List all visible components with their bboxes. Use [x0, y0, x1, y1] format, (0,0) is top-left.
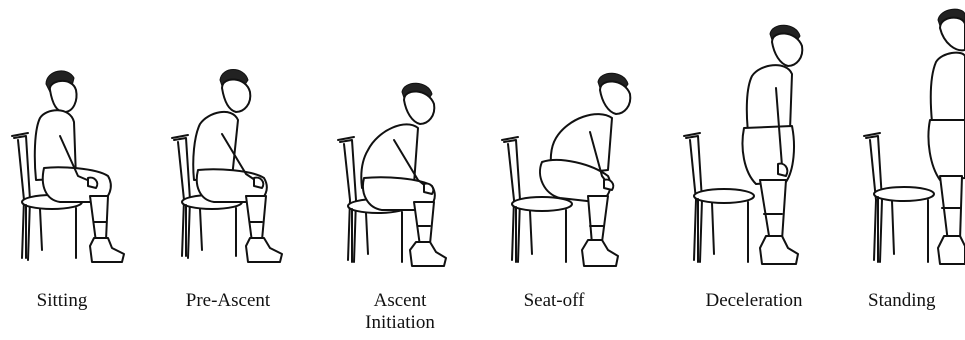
figure-sitting [12, 71, 124, 262]
label-seat-off: Seat-off [508, 290, 600, 312]
label-ascent-initiation: Ascent Initiation [344, 290, 456, 334]
label-deceleration: Deceleration [684, 290, 824, 312]
figure-seat-off [502, 73, 630, 266]
person-ascent-initiation [361, 83, 446, 266]
figure-standing [864, 9, 965, 264]
label-standing: Standing [868, 290, 965, 312]
person-standing [928, 9, 965, 264]
figure-ascent-initiation [338, 83, 446, 266]
person-pre-ascent [193, 70, 282, 263]
chair-standing [864, 133, 934, 262]
person-deceleration [743, 25, 803, 264]
figure-pre-ascent [172, 70, 282, 263]
label-sitting: Sitting [20, 290, 104, 312]
person-seat-off [540, 73, 630, 266]
figure-deceleration [684, 25, 802, 264]
person-sitting [35, 71, 124, 262]
label-pre-ascent: Pre-Ascent [166, 290, 290, 312]
